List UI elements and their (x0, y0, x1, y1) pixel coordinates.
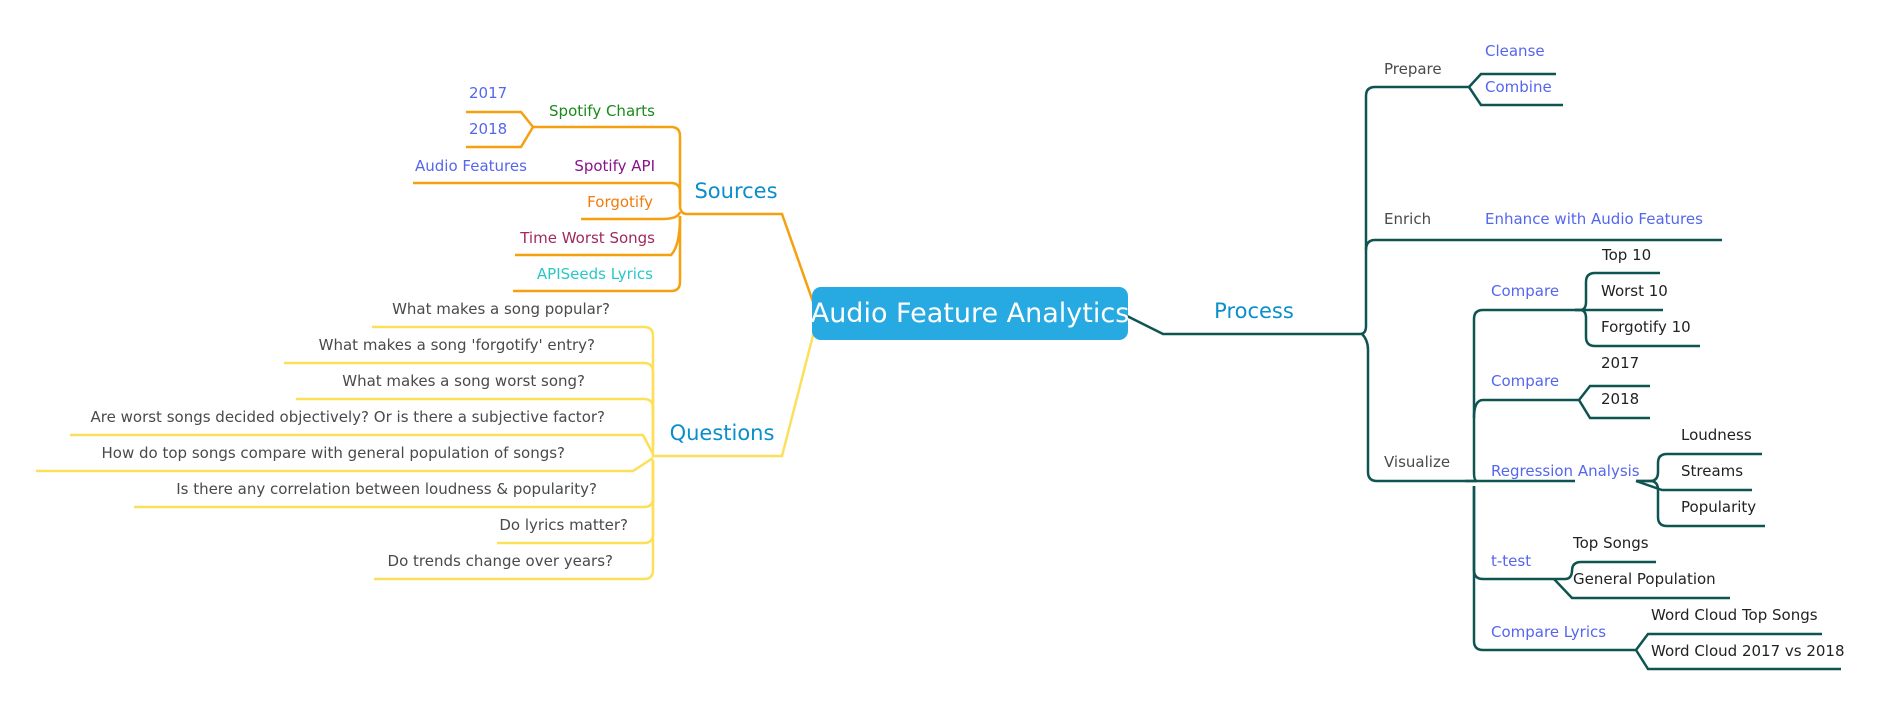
node-apiseeds-lyrics[interactable]: APISeeds Lyrics (537, 265, 653, 283)
question-item[interactable]: What makes a song popular? (392, 300, 610, 318)
node-cleanse[interactable]: Cleanse (1485, 42, 1545, 60)
node-charts-2018[interactable]: 2018 (469, 120, 507, 138)
sources-connectors (413, 110, 820, 317)
question-item[interactable]: Do trends change over years? (388, 552, 613, 570)
node-forgotify-10[interactable]: Forgotify 10 (1601, 318, 1691, 336)
question-item[interactable]: Is there any correlation between loudnes… (176, 480, 597, 498)
node-word-cloud-2017-vs-2018[interactable]: Word Cloud 2017 vs 2018 (1651, 642, 1845, 660)
root-node[interactable]: Audio Feature Analytics (811, 287, 1130, 340)
node-t-test[interactable]: t-test (1491, 552, 1531, 570)
node-visualize[interactable]: Visualize (1384, 453, 1450, 471)
node-time-worst-songs[interactable]: Time Worst Songs (519, 229, 655, 247)
question-item[interactable]: Do lyrics matter? (499, 516, 628, 534)
node-compare-lyrics[interactable]: Compare Lyrics (1491, 623, 1606, 641)
node-loudness[interactable]: Loudness (1681, 426, 1752, 444)
node-sources[interactable]: Sources (694, 179, 777, 203)
question-item[interactable]: How do top songs compare with general po… (102, 444, 565, 462)
node-compare-years[interactable]: Compare (1491, 372, 1559, 390)
node-word-cloud-top-songs[interactable]: Word Cloud Top Songs (1651, 606, 1818, 624)
node-regression-analysis[interactable]: Regression Analysis (1491, 462, 1640, 480)
node-enhance-audio-features[interactable]: Enhance with Audio Features (1485, 210, 1703, 228)
process-connectors (1126, 72, 1841, 671)
question-item[interactable]: Are worst songs decided objectively? Or … (91, 408, 605, 426)
node-year-2018[interactable]: 2018 (1601, 390, 1639, 408)
node-prepare[interactable]: Prepare (1384, 60, 1442, 78)
node-popularity[interactable]: Popularity (1681, 498, 1756, 516)
node-enrich[interactable]: Enrich (1384, 210, 1431, 228)
root-node-label: Audio Feature Analytics (811, 298, 1130, 329)
node-year-2017[interactable]: 2017 (1601, 354, 1639, 372)
root-node-box (812, 287, 1128, 340)
node-top-songs[interactable]: Top Songs (1572, 534, 1649, 552)
node-forgotify[interactable]: Forgotify (587, 193, 653, 211)
node-top-10[interactable]: Top 10 (1601, 246, 1651, 264)
node-process[interactable]: Process (1214, 299, 1294, 323)
node-charts-2017[interactable]: 2017 (469, 84, 507, 102)
node-spotify-api[interactable]: Spotify API (574, 157, 655, 175)
node-combine[interactable]: Combine (1485, 78, 1552, 96)
questions-connectors (36, 315, 820, 581)
node-audio-features[interactable]: Audio Features (415, 157, 527, 175)
node-compare-top[interactable]: Compare (1491, 282, 1559, 300)
node-general-population[interactable]: General Population (1573, 570, 1716, 588)
node-worst-10[interactable]: Worst 10 (1601, 282, 1668, 300)
question-item[interactable]: What makes a song 'forgotify' entry? (319, 336, 595, 354)
node-streams[interactable]: Streams (1681, 462, 1743, 480)
node-spotify-charts[interactable]: Spotify Charts (549, 102, 655, 120)
question-item[interactable]: What makes a song worst song? (342, 372, 585, 390)
node-questions[interactable]: Questions (670, 421, 775, 445)
